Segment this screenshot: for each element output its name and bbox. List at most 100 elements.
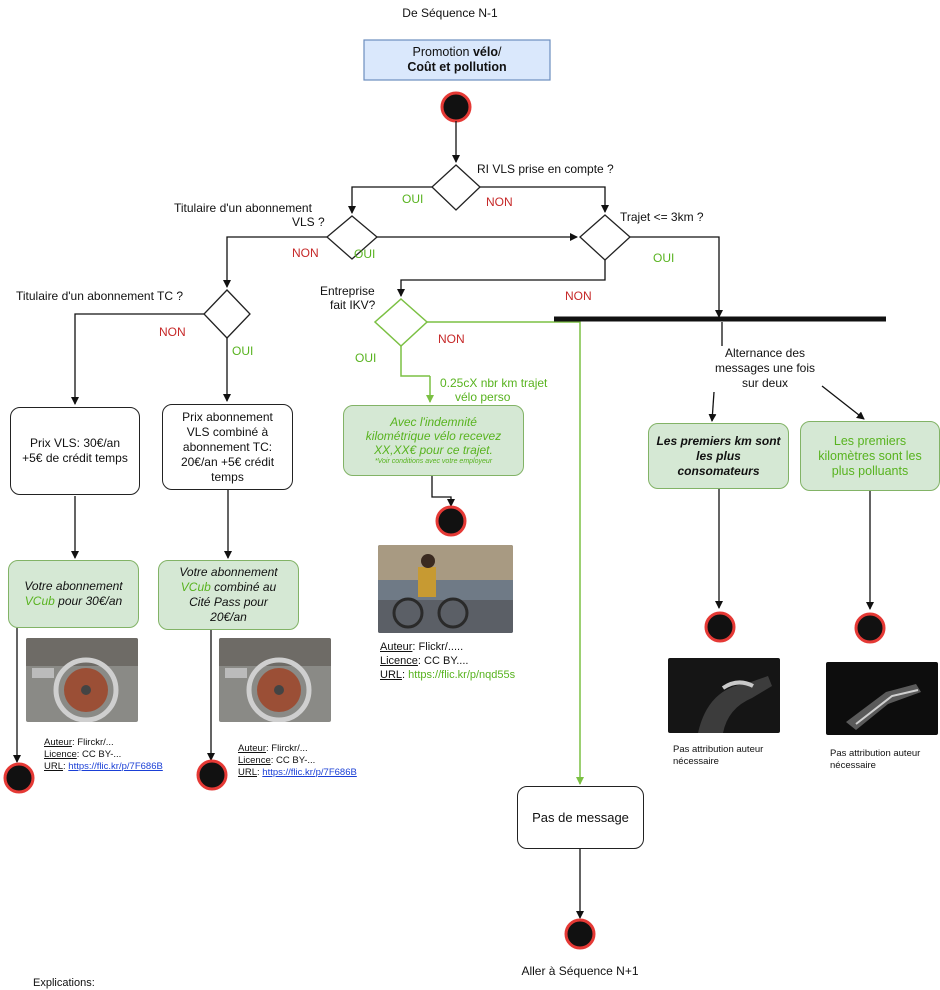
a4-l2: nécessaire xyxy=(673,756,719,767)
edge-non-trajet: NON xyxy=(565,289,592,303)
ikv-question-2: fait IKV? xyxy=(330,298,376,312)
start-box-l2: Coût et pollution xyxy=(407,60,507,74)
explications-label: Explications: xyxy=(33,977,95,989)
a1-licence-key: Licence xyxy=(44,749,77,760)
a3-url-key: URL xyxy=(380,669,403,681)
start-box-l1b: vélo xyxy=(472,45,498,59)
msg-vcub-brand: VCub xyxy=(24,594,55,608)
start-box-l1a: Promotion xyxy=(412,45,473,59)
msg-ikv-note: *Voir conditions avec votre employeur xyxy=(374,457,493,465)
a3-url-link[interactable]: https://flic.kr/p/nqd55s xyxy=(408,669,516,681)
pas-de-message-box: Pas de message xyxy=(517,786,644,849)
msg-vcub-box: Votre abonnement VCub pour 30€/an xyxy=(8,560,139,628)
trajet-question: Trajet <= 3km ? xyxy=(620,210,704,224)
prix-combine-l1: Prix abonnement xyxy=(182,409,273,424)
start-box-shape xyxy=(363,39,551,81)
msg-conso-box: Les premiers km sont les plus consomateu… xyxy=(648,423,789,489)
msg-combine-brand: VCub xyxy=(180,580,211,594)
msg-pollu-l1: Les premiers xyxy=(833,433,907,448)
end-node-pollu xyxy=(854,612,886,644)
msg-conso-l2: les plus xyxy=(696,448,741,463)
msg-combine-l4: 20€/an xyxy=(210,610,247,624)
end-node-ikv xyxy=(435,505,467,537)
a1-licence-val: : CC BY-... xyxy=(76,749,122,760)
alternance-label-3: sur deux xyxy=(741,376,789,390)
end-node-vcub xyxy=(3,762,35,794)
edge-oui-ikv: OUI xyxy=(355,351,377,365)
a2-licence-val: : CC BY-... xyxy=(270,755,316,766)
attribution-4: Pas attribution auteur nécessaire xyxy=(673,744,763,768)
a5-l1: Pas attribution auteur xyxy=(830,748,921,759)
attribution-5: Pas attribution auteur nécessaire xyxy=(830,748,920,772)
a1-auteur-key: Auteur xyxy=(44,737,72,748)
a3-auteur-val: : Flickr/..... xyxy=(412,641,464,653)
attribution-3: Auteur: Flickr/..... Licence: CC BY.... … xyxy=(380,641,516,681)
edge-non-ikv: NON xyxy=(438,332,465,346)
prix-combine-l2: VLS combiné à xyxy=(186,424,269,439)
alternance-label-1: Alternance des xyxy=(724,346,806,360)
prix-combine-l3: abonnement TC: xyxy=(182,439,273,454)
cyclist-street-photo xyxy=(378,545,513,633)
msg-vcub-l2: pour 30€/an xyxy=(54,594,123,608)
ikv-question-1: Entreprise xyxy=(320,284,375,298)
edge-oui-trajet: OUI xyxy=(653,251,675,265)
end-node-no-message xyxy=(564,918,596,950)
a3-licence-key: Licence xyxy=(380,655,418,667)
exhaust-pipe-photo xyxy=(826,662,938,735)
decision-ikv xyxy=(373,297,429,348)
a4-l1: Pas attribution auteur xyxy=(673,744,764,755)
msg-ikv-l3: XX,XX€ pour ce trajet. xyxy=(374,442,493,457)
prix-combine-l4: 20€/an +5€ crédit xyxy=(180,454,275,469)
msg-combine-l2: combiné au xyxy=(210,580,277,594)
a1-url-key: URL xyxy=(44,761,64,772)
msg-ikv-box: Avec l'indemnité kilométrique vélo recev… xyxy=(343,405,524,476)
abonnement-vls-question-1: Titulaire d'un abonnement xyxy=(174,201,312,215)
a1-url-link[interactable]: https://flic.kr/p/7F686B xyxy=(68,761,163,772)
a5-l2: nécessaire xyxy=(830,760,876,771)
edge-oui-tc: OUI xyxy=(232,344,254,358)
msg-ikv-l1: Avec l'indemnité xyxy=(390,414,477,429)
decision-abonnement-vls xyxy=(326,215,378,260)
bicycle-wheel-photo-2 xyxy=(219,638,331,722)
end-node-conso xyxy=(704,611,736,643)
prix-vls-l2: +5€ de crédit temps xyxy=(22,451,128,465)
decision-abonnement-tc xyxy=(203,289,251,339)
msg-combine-box: Votre abonnement VCub combiné au Cité Pa… xyxy=(158,560,299,630)
a2-licence-key: Licence xyxy=(238,755,271,766)
msg-ikv-l2: kilométrique vélo recevez xyxy=(365,428,502,443)
prix-combine-l5: temps xyxy=(211,469,244,484)
start-box-l1c: / xyxy=(497,45,502,59)
a2-auteur-key: Auteur xyxy=(238,743,266,754)
fuel-pump-photo xyxy=(668,658,780,733)
initial-node xyxy=(440,91,472,123)
msg-pollu-l3: plus polluants xyxy=(831,463,909,478)
previous-sequence-label: De Séquence N-1 xyxy=(402,6,498,20)
msg-combine-l3: Cité Pass pour xyxy=(189,595,268,609)
a1-auteur-val: : Flirckr/... xyxy=(72,737,114,748)
decision-ri-vls xyxy=(431,164,481,211)
msg-pollu-box: Les premiers kilomètres sont les plus po… xyxy=(800,421,940,491)
bicycle-wheel-photo-1 xyxy=(26,638,138,722)
edge-oui-vls: OUI xyxy=(354,247,376,261)
prix-combine-box: Prix abonnement VLS combiné à abonnement… xyxy=(162,404,293,490)
a2-url-link[interactable]: https://flic.kr/p/7F686B xyxy=(262,767,357,778)
ikv-formula-2: vélo perso xyxy=(455,390,511,404)
attribution-1: Auteur: Flirckr/... Licence: CC BY-... U… xyxy=(44,737,163,772)
attribution-2: Auteur: Flirckr/... Licence: CC BY-... U… xyxy=(238,743,357,778)
edge-oui-ri: OUI xyxy=(402,192,424,206)
ri-vls-question: RI VLS prise en compte ? xyxy=(477,162,614,176)
start-box: Promotion vélo/ Coût et pollution xyxy=(364,40,550,80)
msg-conso-l3: consomateurs xyxy=(677,463,760,478)
end-node-combine xyxy=(196,759,228,791)
abonnement-tc-question: Titulaire d'un abonnement TC ? xyxy=(16,289,184,303)
msg-combine-l1: Votre abonnement xyxy=(179,565,278,579)
edge-non-vls: NON xyxy=(292,246,319,260)
a3-auteur-key: Auteur xyxy=(380,641,413,653)
prix-vls-box: Prix VLS: 30€/an +5€ de crédit temps xyxy=(10,407,140,495)
abonnement-vls-question-2: VLS ? xyxy=(292,215,325,229)
msg-conso-l1: Les premiers km sont xyxy=(656,433,781,448)
a2-auteur-val: : Flirckr/... xyxy=(266,743,308,754)
msg-pollu-l2: kilomètres sont les xyxy=(818,448,922,463)
msg-vcub-l1: Votre abonnement xyxy=(24,579,123,593)
